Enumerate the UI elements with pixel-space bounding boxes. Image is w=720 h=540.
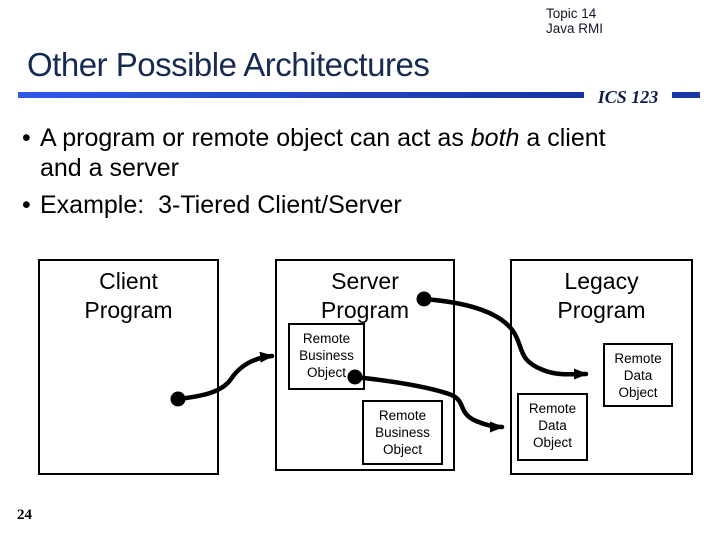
bullet-2: • Example: 3-Tiered Client/Server xyxy=(22,190,402,220)
server-program-label-line2: Program xyxy=(320,297,410,323)
legacy-program-label-line2: Program xyxy=(557,297,646,323)
bullet-1-line2: and a server xyxy=(40,154,179,182)
bullet-2-marker: • xyxy=(22,191,31,219)
rdo1-line1: Remote xyxy=(614,351,662,366)
rdo1-line2: Data xyxy=(623,368,653,383)
remote-business-object-box-1: Remote Business Object xyxy=(288,323,365,390)
header-rule xyxy=(18,92,584,98)
server-program-label-line1: Server xyxy=(331,268,399,294)
rbo1-line1: Remote xyxy=(302,331,351,346)
rbo2-line3: Object xyxy=(382,442,423,457)
course-badge: ICS 123 xyxy=(597,87,659,107)
corner-note-line2: Java RMI xyxy=(546,21,604,36)
client-program-label-line1: Client xyxy=(99,268,158,294)
remote-data-object-box-2: Remote Data Object xyxy=(517,393,588,461)
rdo2-line1: Remote xyxy=(528,401,577,416)
remote-data-object-box-1: Remote Data Object xyxy=(603,343,673,407)
bullet-2-text: Example: 3-Tiered Client/Server xyxy=(40,191,402,219)
bullet-1-italic: both xyxy=(470,124,520,152)
rbo2-line2: Business xyxy=(375,425,430,440)
bullet-1-line1-pre: A program or remote object can act as xyxy=(40,124,471,152)
page-number: 24 xyxy=(17,507,32,523)
rdo2-line3: Object xyxy=(532,435,573,450)
rbo1-line2: Business xyxy=(299,348,354,363)
bullet-1-line1-post: a client xyxy=(519,124,606,152)
client-program-box: Client Program xyxy=(38,259,219,475)
client-program-label-line2: Program xyxy=(84,297,173,323)
remote-business-object-box-2: Remote Business Object xyxy=(362,400,443,465)
bullet-1-line1: A program or remote object can act as bo… xyxy=(40,123,606,153)
header-rule-end xyxy=(672,92,700,98)
corner-note: Topic 14 Java RMI xyxy=(546,6,603,36)
rdo2-line2: Data xyxy=(538,418,567,433)
corner-note-line1: Topic 14 xyxy=(546,6,597,21)
bullet-1-text: A program or remote object can act as bo… xyxy=(40,123,606,183)
rbo2-line1: Remote xyxy=(378,408,427,423)
slide-title: Other Possible Architectures xyxy=(27,46,430,83)
legacy-program-label-line1: Legacy xyxy=(564,268,639,294)
bullet-1-marker: • xyxy=(22,124,31,152)
bullet-1: • A program or remote object can act as … xyxy=(22,123,606,183)
rbo1-line3: Object xyxy=(306,365,347,380)
rdo1-line3: Object xyxy=(618,385,658,400)
